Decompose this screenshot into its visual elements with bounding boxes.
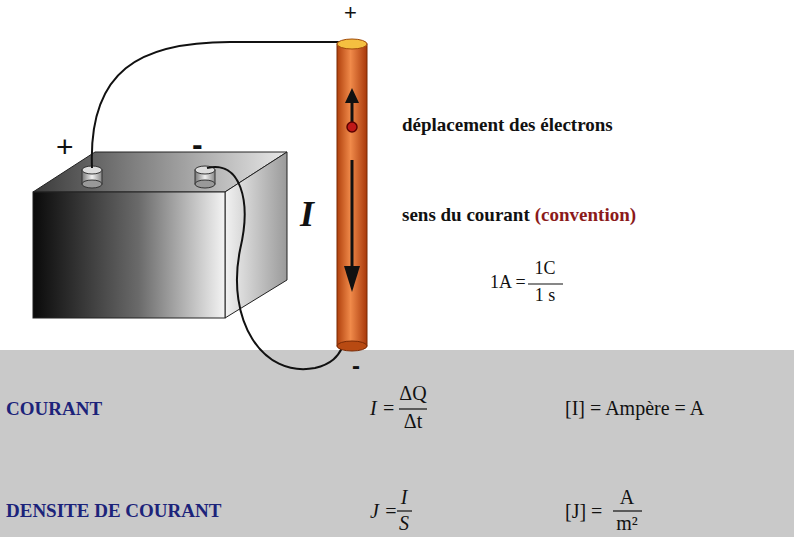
- annotation: (convention): [535, 204, 636, 226]
- annotation: déplacement des électrons: [402, 114, 613, 136]
- numerator: I: [401, 486, 408, 509]
- denominator: S: [399, 512, 409, 535]
- denominator: m²: [616, 512, 638, 535]
- polarity-sign: +: [56, 130, 74, 165]
- battery: [33, 152, 287, 318]
- polarity-sign: +: [344, 0, 357, 25]
- polarity-sign: -: [192, 126, 203, 163]
- polarity-sign: -: [352, 352, 360, 380]
- formula: 1A =: [490, 272, 526, 293]
- numerator: A: [620, 486, 634, 509]
- denominator: Δt: [404, 410, 422, 433]
- unit: [I] = Ampère = A: [565, 397, 704, 420]
- annotation: sens du courant: [402, 204, 530, 226]
- numerator: ΔQ: [399, 382, 426, 405]
- formula: I =: [370, 397, 395, 420]
- numerator: 1C: [534, 258, 555, 279]
- formula: J =: [370, 500, 397, 523]
- fraction-bar: [397, 284, 642, 511]
- unit: [J] =: [565, 500, 602, 523]
- current-arrow: [344, 160, 360, 292]
- wire: [207, 167, 342, 369]
- current-symbol: I: [300, 194, 314, 235]
- negative-terminal: [195, 166, 215, 188]
- formula-band: COURANT I =ΔQ Δt [I] = Ampère = A DENSITE DE…: [0, 350, 794, 537]
- positive-terminal: [82, 166, 102, 188]
- denominator: 1 s: [535, 285, 556, 306]
- heading: COURANT: [6, 398, 102, 420]
- conductor-rod: [337, 39, 367, 351]
- heading: DENSITE DE COURANT: [6, 500, 221, 522]
- wire: [92, 42, 346, 168]
- electron-arrow: [345, 88, 359, 132]
